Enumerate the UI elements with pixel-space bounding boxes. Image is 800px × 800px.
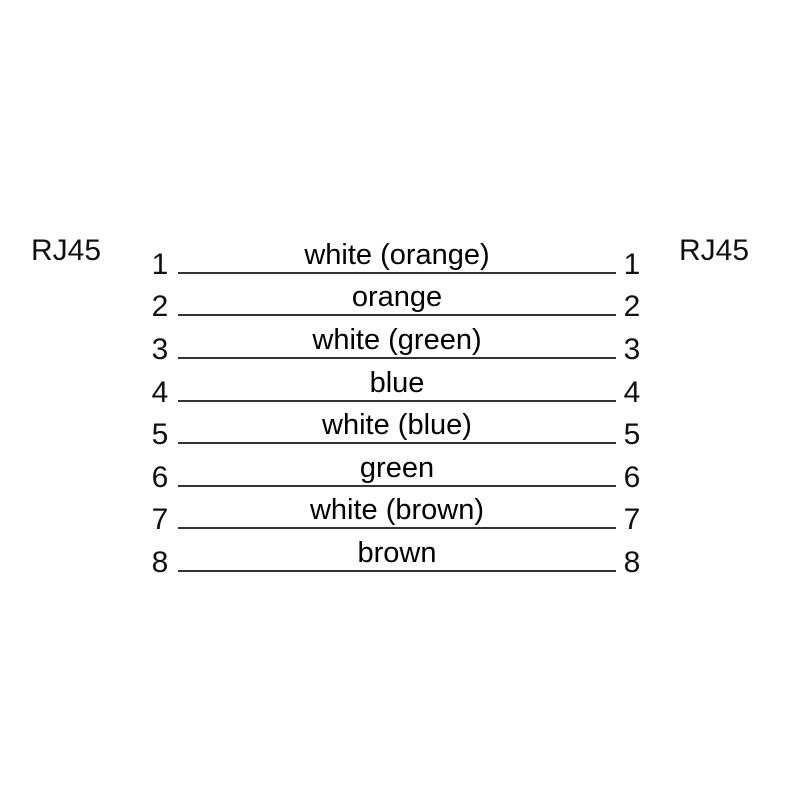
wire-color-label: blue [369, 367, 425, 399]
pin-number-right: 1 [623, 248, 641, 281]
pin-number-left: 6 [151, 461, 169, 494]
pin-number-left: 4 [151, 376, 169, 409]
wire-line [178, 314, 616, 316]
pin-number-right: 7 [623, 503, 641, 536]
wire-line [178, 272, 616, 274]
pin-number-left: 1 [151, 248, 169, 281]
wire-line [178, 527, 616, 529]
wire-row: 6 green 6 [0, 452, 800, 500]
wire-color-label: brown [357, 537, 437, 569]
connector-label-right: RJ45 [679, 234, 750, 267]
pin-number-right: 3 [623, 333, 641, 366]
wire-row: 5 white (blue) 5 [0, 409, 800, 457]
pin-number-left: 8 [151, 546, 169, 579]
pin-number-right: 2 [623, 290, 641, 323]
wire-line [178, 570, 616, 572]
wire-line [178, 357, 616, 359]
wire-row: 2 orange 2 [0, 281, 800, 329]
wire-line [178, 442, 616, 444]
wire-color-label: white (brown) [309, 494, 485, 526]
pin-number-right: 5 [623, 418, 641, 451]
wire-row: 8 brown 8 [0, 537, 800, 585]
wire-row: 7 white (brown) 7 [0, 494, 800, 542]
pin-number-left: 2 [151, 290, 169, 323]
wire-color-label: orange [351, 281, 443, 313]
wire-line [178, 485, 616, 487]
wire-color-label: white (orange) [304, 239, 490, 271]
wire-line [178, 400, 616, 402]
pin-number-right: 6 [623, 461, 641, 494]
wire-row: 4 blue 4 [0, 367, 800, 415]
wire-color-label: white (green) [312, 324, 482, 356]
pin-number-left: 5 [151, 418, 169, 451]
pin-number-left: 7 [151, 503, 169, 536]
pin-number-left: 3 [151, 333, 169, 366]
wire-row: 3 white (green) 3 [0, 324, 800, 372]
connector-label-left: RJ45 [31, 234, 102, 267]
wire-color-label: green [359, 452, 435, 484]
wire-row: 1 white (orange) 1 [0, 239, 800, 287]
pin-number-right: 8 [623, 546, 641, 579]
pin-number-right: 4 [623, 376, 641, 409]
wire-color-label: white (blue) [322, 409, 472, 441]
